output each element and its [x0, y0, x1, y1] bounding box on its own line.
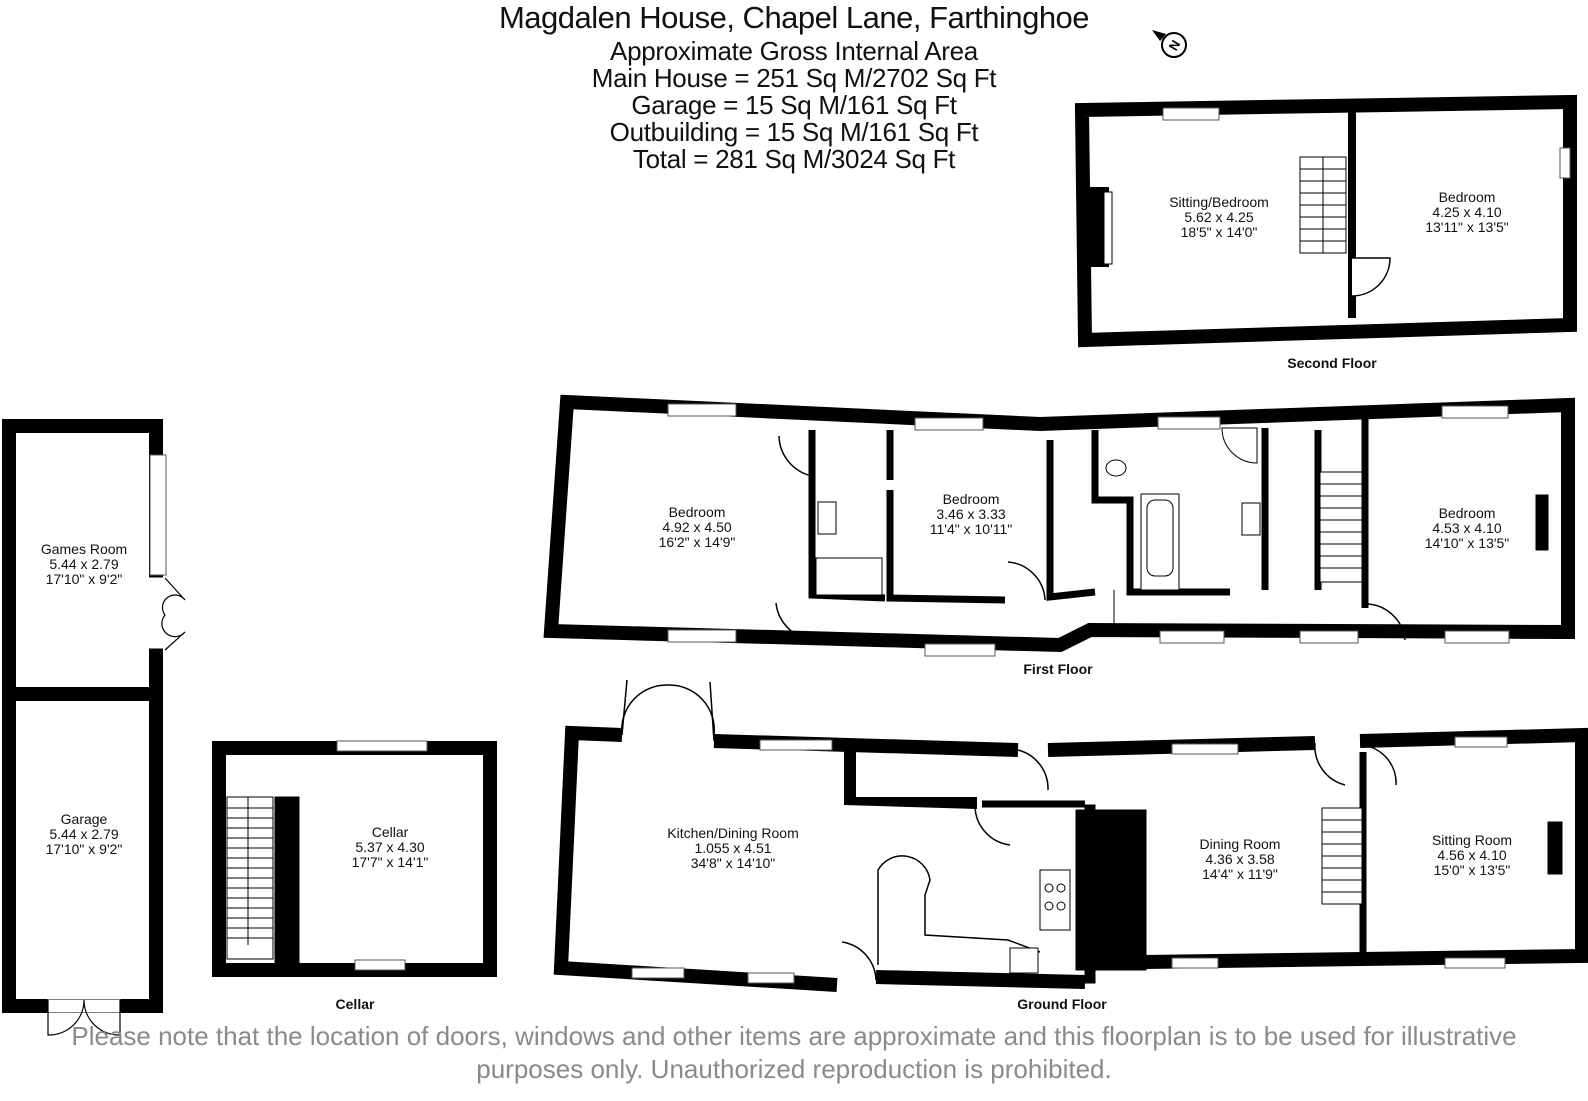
room-name: Bedroom: [1438, 189, 1496, 205]
area-outbuilding: Outbuilding = 15 Sq M/161 Sq Ft: [609, 117, 979, 147]
room-cellar: Cellar 5.37 x 4.30 17'7" x 14'1": [352, 825, 429, 870]
room-imperial: 18'5" x 14'0": [1180, 224, 1258, 240]
area-heading: Approximate Gross Internal Area: [610, 36, 978, 66]
cellar-walls: [212, 740, 497, 977]
room-name: Cellar: [371, 824, 409, 840]
room-metric: 5.44 x 2.79: [49, 826, 119, 842]
room-name: Games Room: [40, 541, 128, 557]
room-metric: 4.36 x 3.58: [1205, 851, 1275, 867]
room-imperial: 13'11" x 13'5": [1425, 219, 1509, 235]
floor-label-second: Second Floor: [1287, 355, 1377, 371]
room-kitchen-dining: Kitchen/Dining Room 1.055 x 4.51 34'8" x…: [667, 826, 799, 871]
room-name: Bedroom: [668, 504, 726, 520]
floor-label-ground: Ground Floor: [1017, 996, 1107, 1012]
room-metric: 1.055 x 4.51: [694, 840, 772, 856]
room-bedroom-3: Bedroom 4.53 x 4.10 14'10" x 13'5": [1425, 506, 1510, 551]
outbuilding-walls: [2, 419, 186, 1036]
second-floor-walls: [1074, 94, 1577, 348]
room-bedroom-1: Bedroom 4.92 x 4.50 16'2" x 14'9": [659, 505, 736, 550]
room-imperial: 14'10" x 13'5": [1424, 535, 1510, 551]
room-name: Dining Room: [1199, 836, 1281, 852]
floor-label-cellar: Cellar: [335, 996, 375, 1012]
room-name: Sitting/Bedroom: [1169, 194, 1269, 210]
property-title: Magdalen House, Chapel Lane, Farthinghoe: [498, 0, 1090, 35]
room-imperial: 17'10" x 9'2": [45, 571, 123, 587]
room-bedroom-2: Bedroom 3.46 x 3.33 11'4" x 10'11": [930, 492, 1013, 537]
room-metric: 5.44 x 2.79: [49, 556, 119, 572]
room-games: Games Room 5.44 x 2.79 17'10" x 9'2": [41, 542, 127, 587]
room-sitting: Sitting Room 4.56 x 4.10 15'0" x 13'5": [1432, 833, 1512, 878]
disclaimer-text: Please note that the location of doors, …: [71, 1021, 1517, 1084]
room-metric: 4.25 x 4.10: [1432, 204, 1502, 220]
room-metric: 4.56 x 4.10: [1437, 847, 1507, 863]
first-floor-walls: [543, 394, 1575, 657]
room-name: Kitchen/Dining Room: [667, 825, 799, 841]
room-imperial: 14'4" x 11'9": [1202, 866, 1278, 882]
room-metric: 5.62 x 4.25: [1184, 209, 1254, 225]
ground-floor-walls: [553, 679, 1588, 992]
room-sitting-bedroom: Sitting/Bedroom 5.62 x 4.25 18'5" x 14'0…: [1169, 195, 1269, 240]
north-arrow-icon: N: [1152, 30, 1187, 58]
room-dining: Dining Room 4.36 x 3.58 14'4" x 11'9": [1200, 837, 1281, 882]
area-main-house: Main House = 251 Sq M/2702 Sq Ft: [591, 63, 997, 93]
area-total: Total = 281 Sq M/3024 Sq Ft: [632, 144, 956, 174]
room-metric: 4.92 x 4.50: [662, 519, 732, 535]
room-name: Sitting Room: [1431, 832, 1513, 848]
area-garage: Garage = 15 Sq M/161 Sq Ft: [631, 90, 957, 120]
room-imperial: 34'8" x 14'10": [690, 855, 776, 871]
room-imperial: 17'7" x 14'1": [351, 854, 429, 870]
room-metric: 3.46 x 3.33: [936, 506, 1006, 522]
room-name: Bedroom: [942, 491, 1000, 507]
room-imperial: 15'0" x 13'5": [1433, 862, 1511, 878]
room-bedroom-second: Bedroom 4.25 x 4.10 13'11" x 13'5": [1425, 190, 1509, 235]
room-metric: 4.53 x 4.10: [1432, 520, 1502, 536]
room-imperial: 16'2" x 14'9": [658, 534, 736, 550]
room-name: Garage: [60, 811, 108, 827]
room-imperial: 11'4" x 10'11": [929, 521, 1013, 537]
floor-label-first: First Floor: [1023, 661, 1093, 677]
room-metric: 5.37 x 4.30: [355, 839, 425, 855]
room-imperial: 17'10" x 9'2": [45, 841, 123, 857]
room-name: Bedroom: [1438, 505, 1496, 521]
room-garage: Garage 5.44 x 2.79 17'10" x 9'2": [46, 812, 123, 857]
